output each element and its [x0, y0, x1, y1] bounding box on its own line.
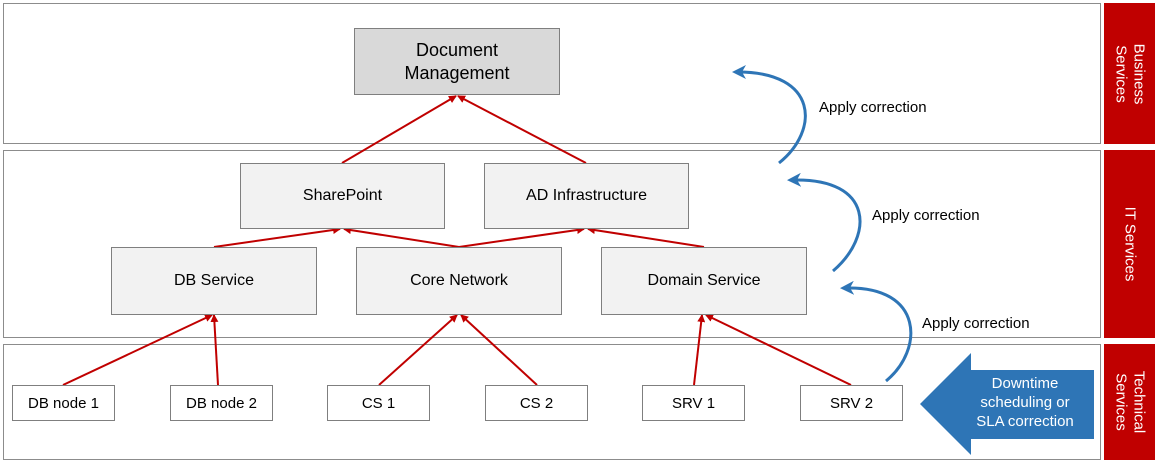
dep-sharepoint-to-docmgmt — [341, 95, 457, 164]
db-node-2-label: DB node 2 — [186, 394, 257, 412]
dep-domain-to-ad — [587, 226, 705, 248]
srv-2-label: SRV 2 — [829, 394, 874, 412]
correction-arrow-1 — [732, 65, 807, 165]
cs-2-node[interactable]: CS 2 — [485, 385, 588, 421]
db-service-node[interactable]: DB Service — [111, 247, 317, 315]
downtime-callout-text: Downtime scheduling or SLA correction — [976, 375, 1074, 430]
it-services-label: IT Services — [1104, 150, 1155, 338]
technical-services-label: Technical Services — [1104, 344, 1155, 460]
sharepoint-label: SharePoint — [302, 187, 383, 204]
apply-correction-label-1: Apply correction — [819, 99, 927, 116]
dep-cs1-to-corenet — [378, 314, 458, 386]
db-service-label: DB Service — [173, 272, 255, 289]
db-node-1-label: DB node 1 — [28, 394, 99, 412]
cs-2-label: CS 2 — [519, 394, 554, 412]
core-network-label: Core Network — [410, 272, 508, 289]
domain-service-node[interactable]: Domain Service — [601, 247, 807, 315]
srv-1-node[interactable]: SRV 1 — [642, 385, 745, 421]
ad-infrastructure-label: AD Infrastructure — [526, 187, 647, 204]
dep-dbnode1-to-dbservice — [62, 314, 213, 386]
dep-cs2-to-corenet — [460, 314, 538, 386]
core-network-node[interactable]: Core Network — [356, 247, 562, 315]
srv-2-node[interactable]: SRV 2 — [800, 385, 903, 421]
correction-arrow-3 — [840, 280, 913, 383]
domain-service-label: Domain Service — [647, 272, 761, 289]
dep-corenet-to-ad — [458, 226, 585, 248]
dep-corenet-to-sharepoint — [343, 226, 460, 248]
srv-1-label: SRV 1 — [671, 394, 716, 412]
dep-ad-to-docmgmt — [457, 95, 587, 164]
apply-correction-label-2: Apply correction — [872, 207, 980, 224]
ad-infrastructure-node[interactable]: AD Infrastructure — [484, 163, 689, 229]
db-node-1-node[interactable]: DB node 1 — [12, 385, 115, 421]
document-management-node[interactable]: Document Management — [354, 28, 560, 95]
dep-dbnode2-to-dbservice — [210, 314, 219, 386]
apply-correction-label-3: Apply correction — [922, 315, 1030, 332]
dep-srv1-to-domain — [693, 314, 706, 386]
dep-srv2-to-domain — [705, 314, 852, 386]
cs-1-node[interactable]: CS 1 — [327, 385, 430, 421]
db-node-2-node[interactable]: DB node 2 — [170, 385, 273, 421]
sharepoint-node[interactable]: SharePoint — [240, 163, 445, 229]
document-management-label: Document Management — [404, 39, 510, 83]
business-services-label: Business Services — [1104, 3, 1155, 144]
correction-arrow-2 — [787, 172, 862, 273]
downtime-block-arrow — [920, 353, 1094, 455]
dep-dbservice-to-sharepoint — [213, 226, 341, 248]
cs-1-label: CS 1 — [361, 394, 396, 412]
